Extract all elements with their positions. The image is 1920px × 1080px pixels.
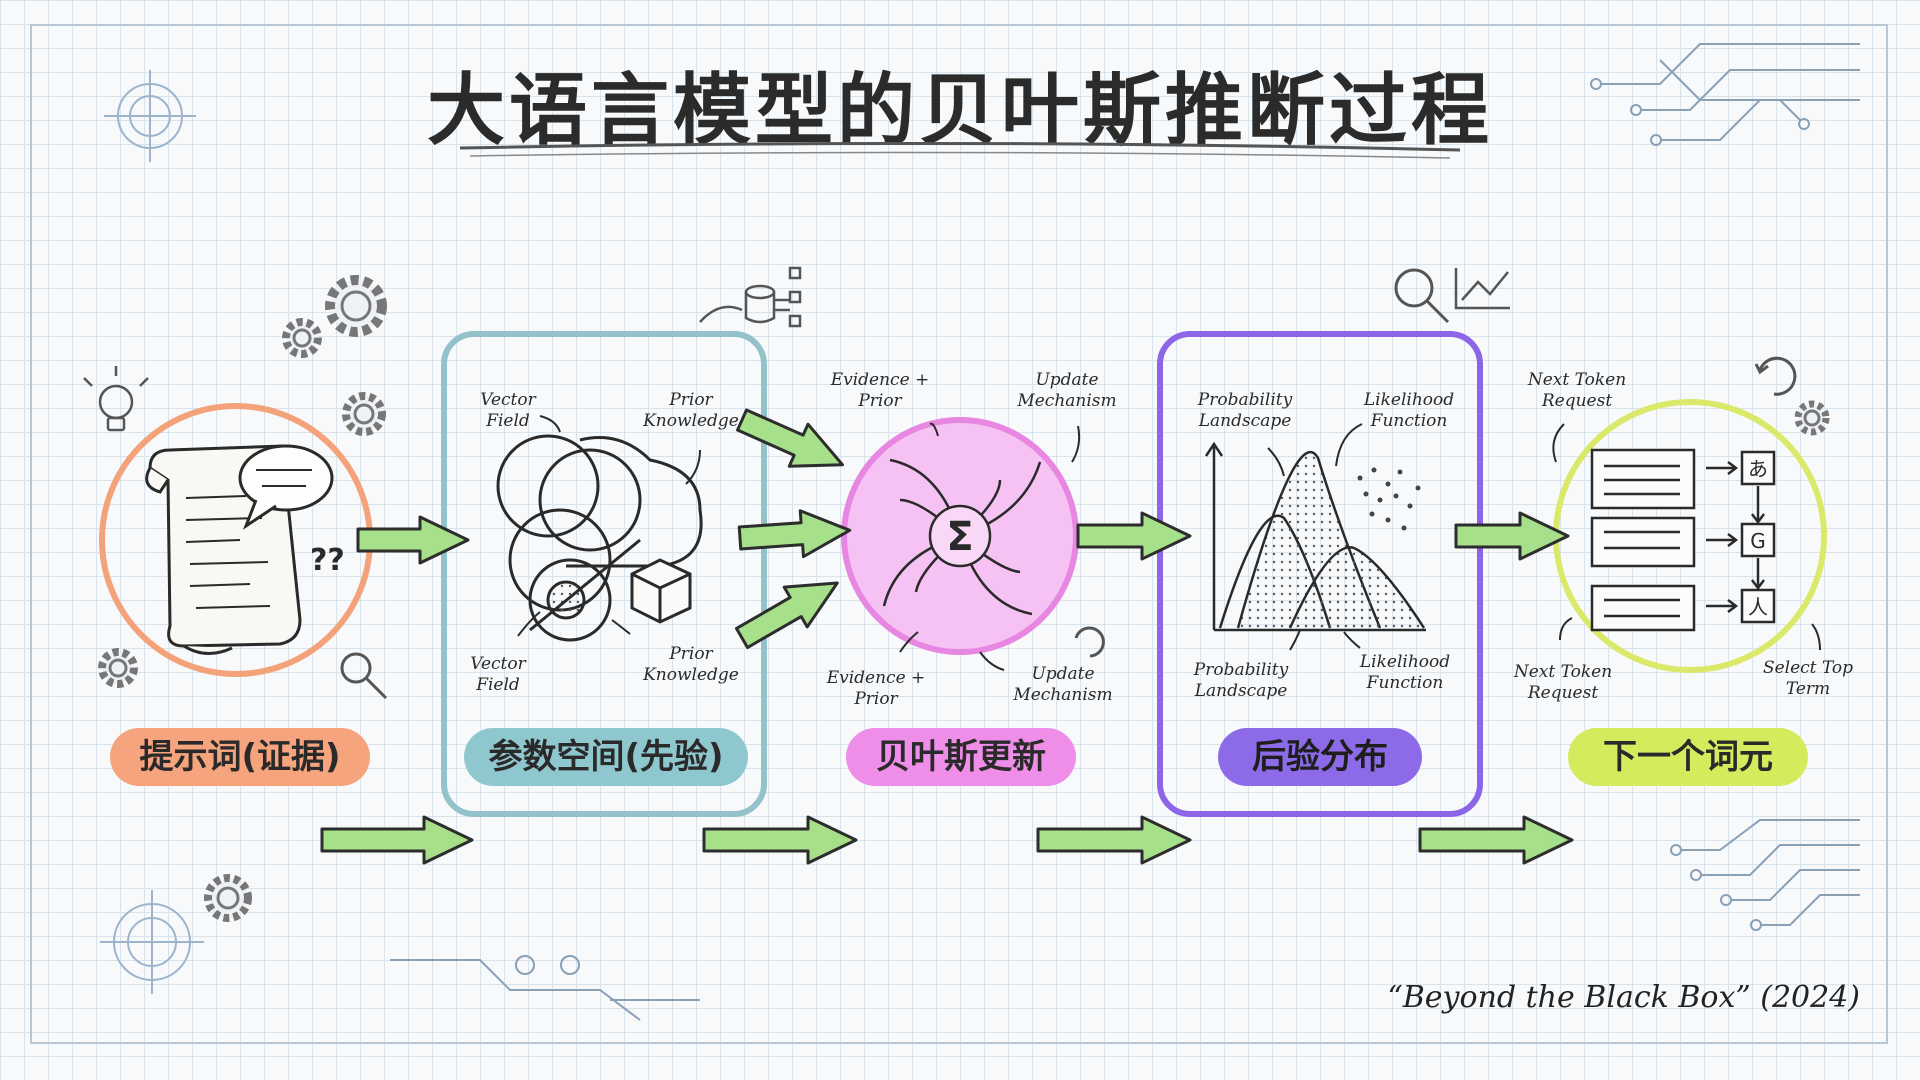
gear-icon	[1794, 400, 1830, 436]
page-title: 大语言模型的贝叶斯推断过程	[426, 66, 1493, 156]
annotation-select-top-term: Select Top Term	[1762, 658, 1854, 699]
database-icon	[699, 266, 802, 328]
crosshair-icon	[104, 70, 196, 162]
magnifier-icon	[340, 652, 388, 700]
stage-label-prompt: 提示词(证据)	[110, 728, 370, 786]
annotation-evidence-prior: Evidence + Prior	[830, 370, 930, 411]
token-glyph: あ	[1748, 457, 1768, 481]
citation: “Beyond the Black Box” (2024)	[1387, 980, 1860, 1015]
annotation-probability-landscape: Probability Landscape	[1197, 390, 1293, 431]
flow-arrow	[736, 408, 844, 468]
venn-circles	[496, 434, 703, 642]
cube-icon	[630, 558, 692, 624]
token-list	[1590, 448, 1776, 632]
annotation-prior-knowledge: Prior Knowledge	[643, 390, 739, 431]
gear-icon	[282, 318, 322, 358]
annotation-next-token-request: Next Token Request	[1527, 370, 1627, 411]
gear-icon	[204, 874, 252, 922]
annotation-likelihood-function: Likelihood Function	[1363, 390, 1455, 431]
annotation-vector-field: Vector Field	[480, 390, 536, 431]
flow-arrow	[356, 515, 470, 565]
distribution-plot	[1204, 441, 1426, 632]
crosshair-icon	[100, 890, 204, 994]
annotation-probability-landscape: Probability Landscape	[1193, 660, 1289, 701]
stage-label-parameter-space: 参数空间(先验)	[464, 728, 748, 786]
sigma-symbol: Σ	[946, 514, 973, 560]
lightbulb-icon	[83, 366, 149, 432]
token-glyph: 人	[1748, 595, 1768, 619]
flow-arrow	[320, 815, 474, 865]
annotation-update-mechanism: Update Mechanism	[1013, 664, 1113, 705]
circuit-decoration	[390, 43, 1860, 1021]
flow-arrow	[1036, 815, 1192, 865]
annotation-likelihood-function: Likelihood Function	[1359, 652, 1451, 693]
refresh-icon	[1074, 626, 1105, 658]
stage-label-bayes-update: 贝叶斯更新	[846, 728, 1076, 786]
posterior-panel	[1157, 331, 1483, 817]
stage-label-posterior: 后验分布	[1218, 728, 1422, 786]
scatter-dots	[1357, 467, 1421, 531]
speech-bubble-icon	[238, 444, 334, 530]
annotation-next-token-request: Next Token Request	[1513, 662, 1613, 703]
flow-arrow	[735, 581, 839, 650]
sigma-core	[928, 504, 992, 568]
flow-arrow	[1418, 815, 1574, 865]
annotation-vector-field: Vector Field	[470, 654, 526, 695]
gear-icon	[98, 648, 138, 688]
flow-arrow	[737, 509, 852, 559]
magnifier-icon	[1394, 268, 1450, 324]
gear-icon	[342, 392, 386, 436]
flow-arrow	[702, 815, 858, 865]
question-marks: ??	[310, 543, 345, 578]
annotation-evidence-prior: Evidence + Prior	[826, 668, 926, 709]
flow-arrow	[1454, 511, 1570, 561]
flow-arrow	[1076, 511, 1192, 561]
diagram-frame	[30, 24, 1888, 1044]
parameter-space-panel	[441, 331, 767, 817]
trend-chart-icon	[1454, 268, 1510, 310]
gear-icon	[325, 275, 387, 337]
annotation-update-mechanism: Update Mechanism	[1017, 370, 1117, 411]
token-glyph: G	[1750, 529, 1766, 553]
annotation-pointers	[517, 415, 1821, 671]
refresh-icon	[1754, 356, 1797, 396]
annotation-prior-knowledge: Prior Knowledge	[643, 644, 739, 685]
flow-arrows	[320, 408, 1574, 865]
stage-label-next-token: 下一个词元	[1568, 728, 1808, 786]
